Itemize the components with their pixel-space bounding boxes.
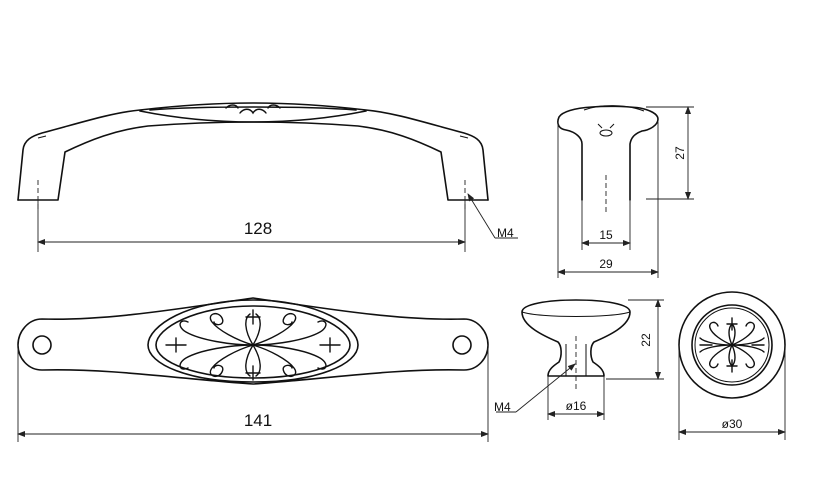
knob-diameter-label: ø30 <box>722 417 743 431</box>
knob-height-label: 22 <box>639 333 653 347</box>
knob-ornament <box>699 317 765 373</box>
handle-thread-label: M4 <box>497 226 514 240</box>
dimension-27: 27 <box>646 106 694 200</box>
handle-top-view <box>17 297 489 385</box>
handle-profile-height-label: 27 <box>673 146 687 160</box>
dimension-22: 22 <box>606 299 664 380</box>
handle-ornament <box>165 309 341 381</box>
thread-callout-knob: M4 <box>494 363 576 414</box>
knob-thread-label: M4 <box>494 400 511 414</box>
handle-profile-width-label: 29 <box>599 257 613 271</box>
handle-end-view <box>557 105 659 215</box>
knob-top-view <box>678 291 786 399</box>
dimension-30: ø30 <box>678 345 786 440</box>
thread-callout-handle: M4 <box>467 193 518 240</box>
handle-overall-length-label: 141 <box>244 411 272 430</box>
dimension-128: 128 <box>37 200 466 252</box>
handle-length-label: 128 <box>244 219 272 238</box>
dimension-16: ø16 <box>547 376 605 420</box>
knob-base-diameter-label: ø16 <box>566 399 587 413</box>
knob-side-view <box>521 299 631 392</box>
dimension-29: 29 <box>557 122 659 278</box>
dimension-141: 141 <box>17 345 489 442</box>
handle-profile-foot-label: 15 <box>599 228 613 242</box>
dimension-15: 15 <box>581 200 631 250</box>
handle-side-view <box>17 102 489 212</box>
